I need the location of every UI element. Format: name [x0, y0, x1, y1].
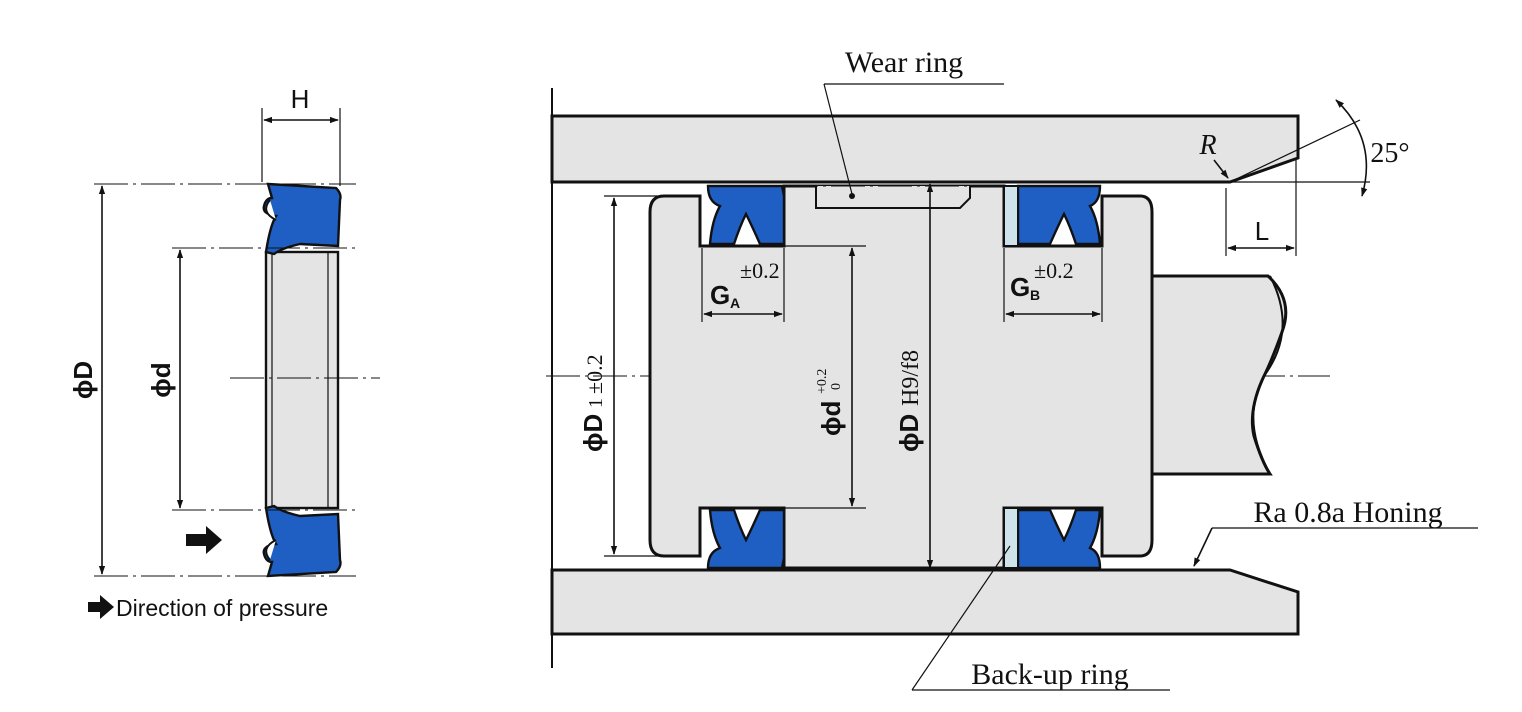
width-label: H — [291, 84, 310, 114]
surface-finish-label: Ra 0.8a Honing — [1253, 496, 1442, 529]
piston-diameter-subscript: 1 — [585, 398, 607, 408]
outer-diameter-label: ϕD — [68, 361, 98, 399]
pressure-legend-text: Direction of pressure — [116, 595, 328, 621]
inner-diameter-label: ϕd — [146, 362, 176, 397]
bore-diameter-fit: H9/f8 — [898, 350, 924, 406]
installation-view: Wear ring Back-up ring Ra 0.8a Honing R … — [546, 46, 1478, 691]
piston-body — [648, 184, 1154, 570]
piston-diameter-tolerance: ±0.2 — [582, 354, 607, 394]
groove-b-seal-bottom — [1016, 508, 1102, 570]
cylinder-wall-top — [550, 114, 1300, 184]
seal-cross-section-view: H ϕD ϕd Direction of pressure — [68, 84, 380, 621]
seal-ring-body — [264, 250, 340, 510]
backup-ring-label: Back-up ring — [971, 658, 1128, 691]
groove-diameter-symbol: ϕd — [816, 401, 846, 436]
groove-a-tolerance: ±0.2 — [740, 258, 780, 283]
angle-label: 25° — [1370, 138, 1409, 169]
piston-diameter-symbol: ϕD — [578, 414, 608, 452]
pressure-arrow-icon — [186, 526, 222, 554]
groove-a-seal-bottom — [706, 508, 786, 570]
backup-ring-bottom — [1003, 507, 1019, 569]
groove-b-subscript: B — [1030, 287, 1040, 303]
groove-diameter-lower-tolerance: 0 — [829, 383, 844, 390]
radius-label: R — [1198, 130, 1216, 161]
groove-a-seal-top — [706, 184, 786, 246]
radius-leader — [1213, 159, 1229, 179]
cylinder-wall-bottom — [550, 568, 1300, 636]
chamfer-length-label: L — [1255, 216, 1269, 246]
wear-ring-label: Wear ring — [845, 46, 963, 79]
chamfer-angle-arc — [1335, 99, 1368, 197]
backup-ring-top — [1003, 185, 1019, 247]
wear-ring-leader — [823, 83, 853, 195]
seal-section-bottom — [262, 504, 342, 578]
groove-b-letter: G — [1010, 272, 1030, 302]
seal-section-top — [262, 182, 342, 256]
surface-finish-leader — [1193, 527, 1213, 567]
groove-a-letter: G — [710, 280, 730, 310]
bore-diameter-symbol: ϕD — [894, 414, 924, 452]
groove-a-subscript: A — [730, 295, 740, 311]
groove-b-tolerance: ±0.2 — [1034, 258, 1074, 283]
backup-ring-leader — [911, 545, 1011, 691]
groove-diameter-upper-tolerance: +0.2 — [815, 369, 830, 394]
arrow-right-icon — [88, 595, 114, 619]
groove-b-seal-top — [1016, 184, 1102, 246]
wear-ring-groove — [815, 186, 971, 209]
